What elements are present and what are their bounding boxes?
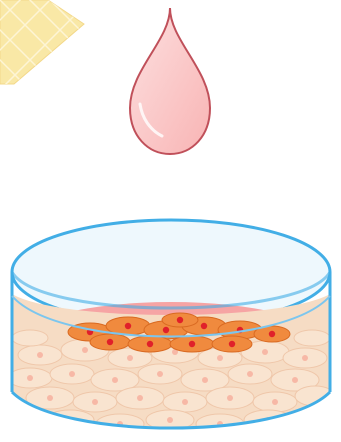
red-droplet (130, 8, 210, 154)
gel-mesh-patch (0, 0, 110, 100)
petri-dish (8, 220, 335, 434)
